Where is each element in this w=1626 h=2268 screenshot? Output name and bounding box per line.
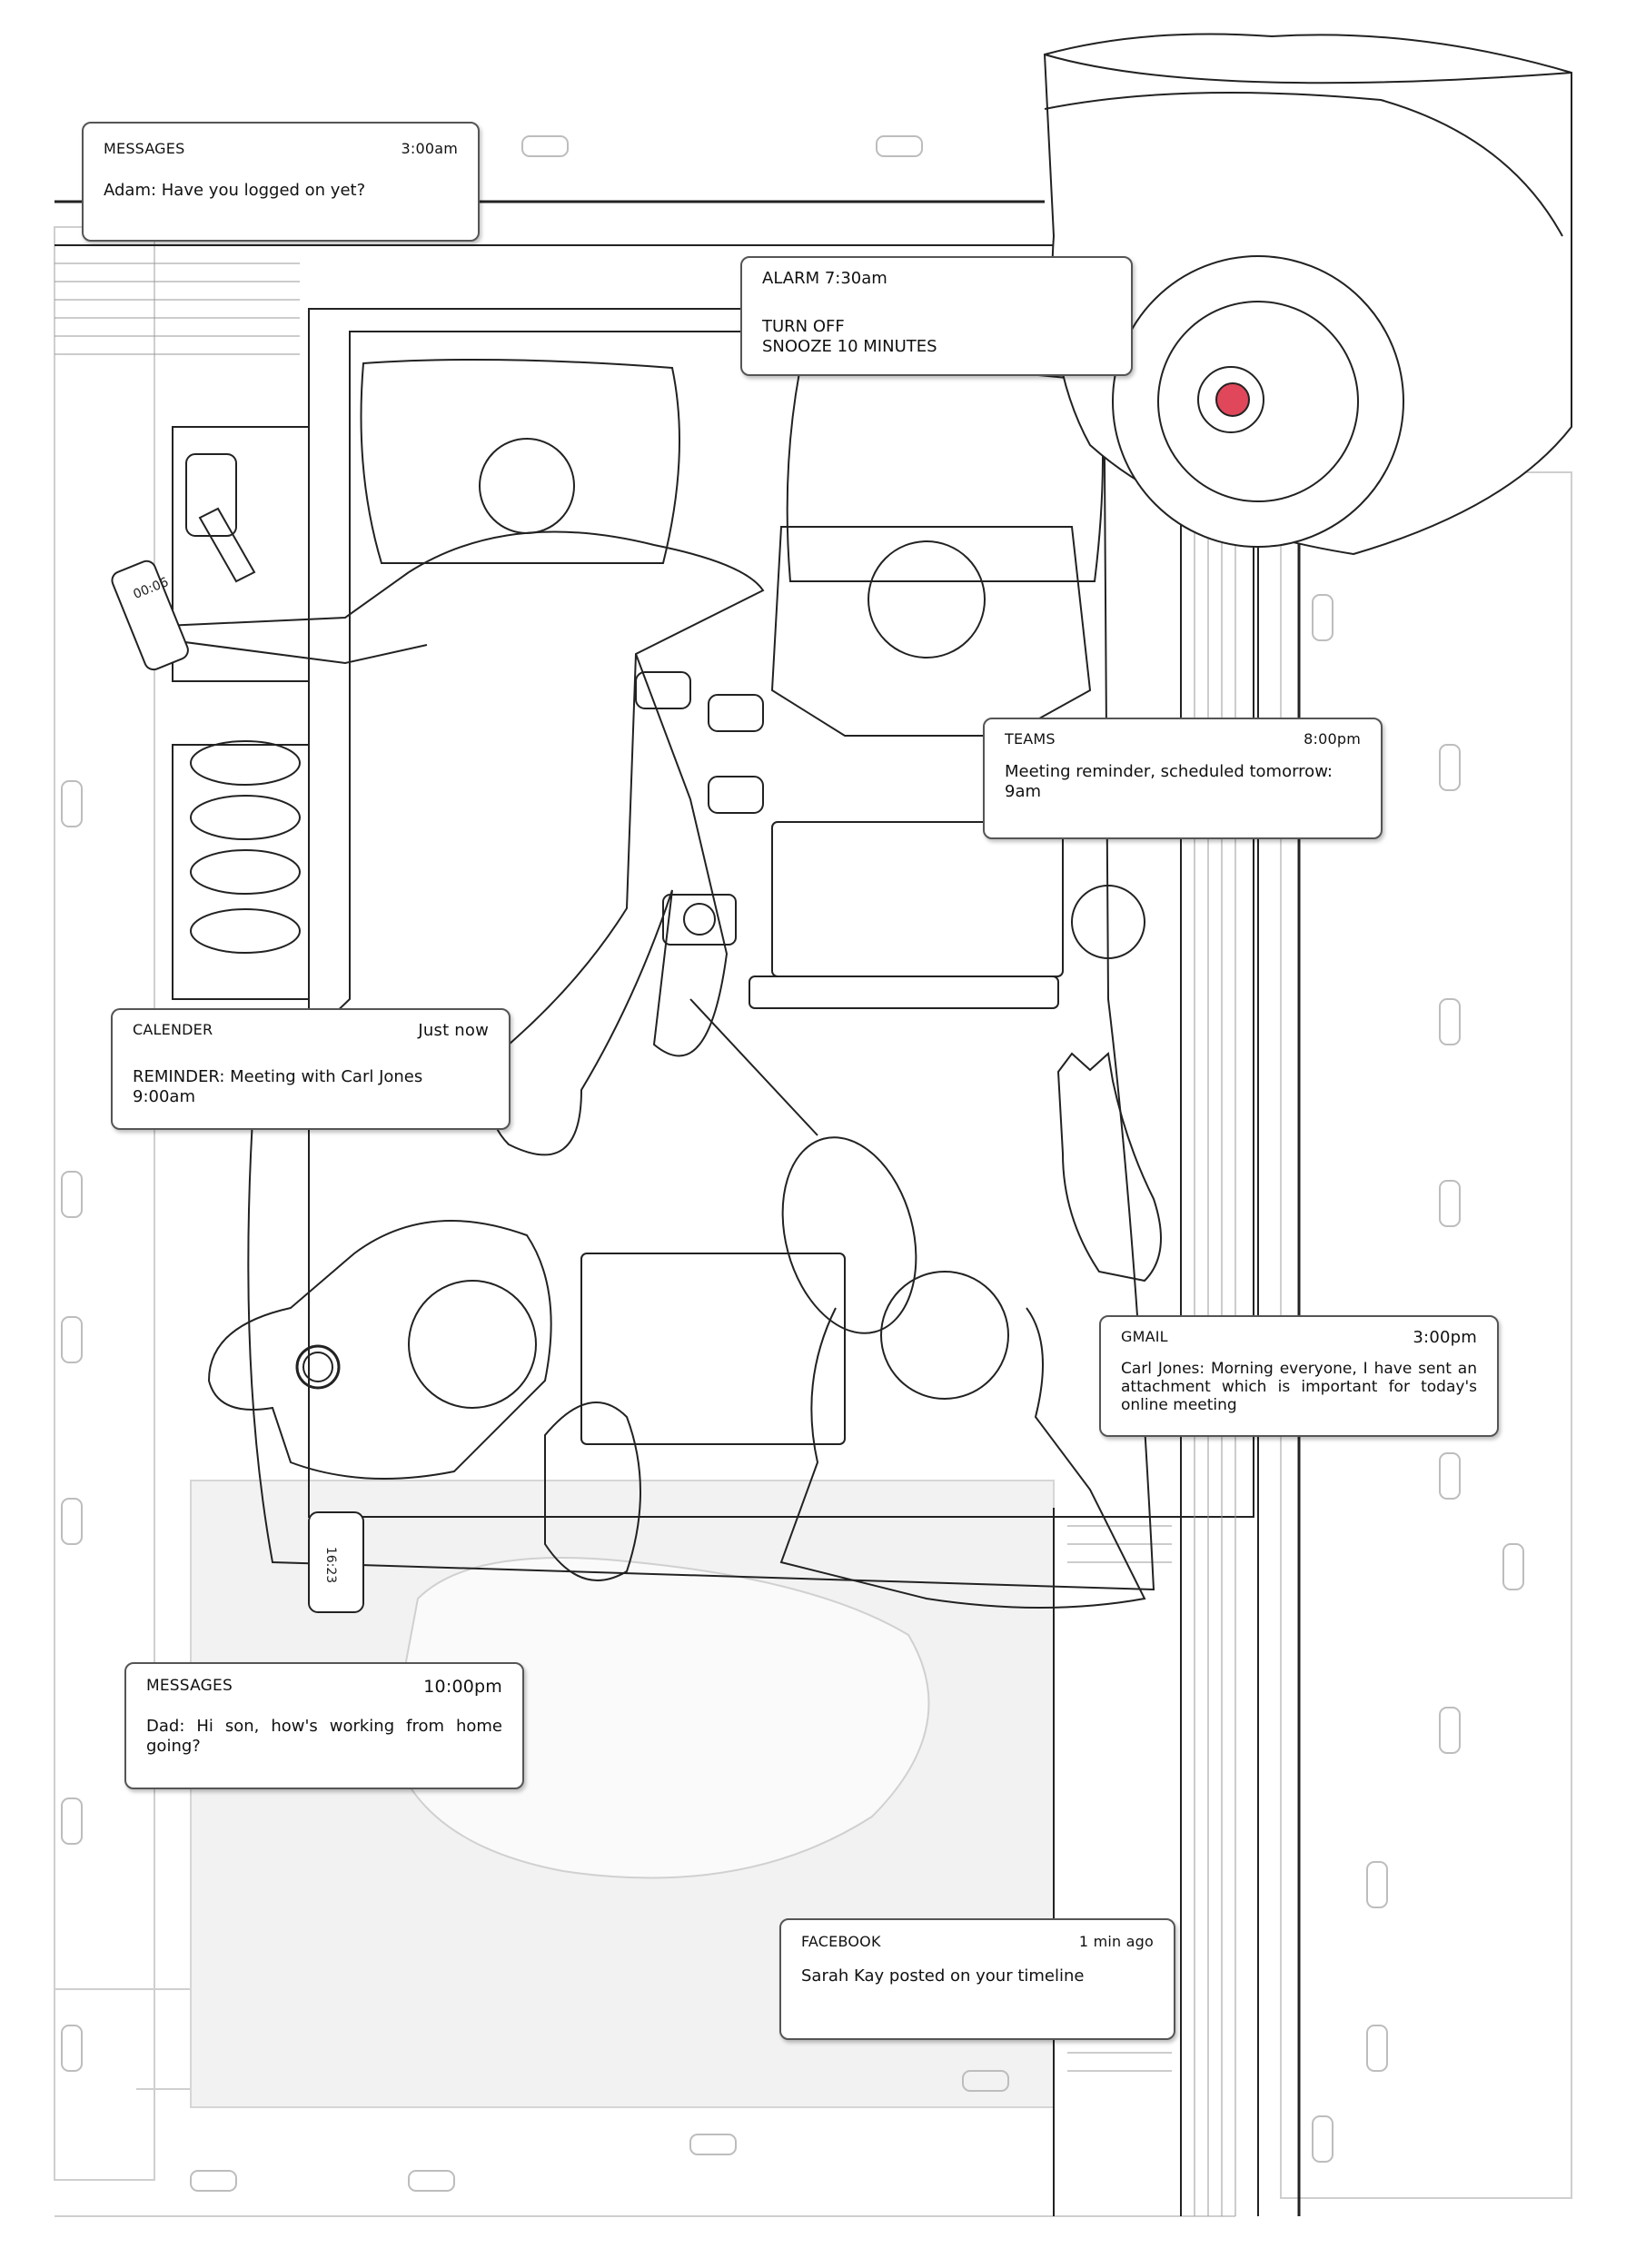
people bbox=[134, 438, 1162, 1609]
notification-app-label: GMAIL bbox=[1121, 1328, 1168, 1345]
notification-app-label: TEAMS bbox=[1005, 730, 1056, 748]
notification-time: Just now bbox=[418, 1021, 489, 1040]
bed bbox=[247, 331, 1155, 1591]
notification-text: Meeting reminder, scheduled tomorrow: 9a… bbox=[1005, 762, 1333, 801]
notification-app-label: CALENDER bbox=[133, 1021, 213, 1038]
alarm-snooze-button[interactable]: SNOOZE 10 MINUTES bbox=[762, 337, 937, 356]
notification-text: Sarah Kay posted on your timeline bbox=[801, 1966, 1085, 1986]
messages-dad-notification[interactable]: MESSAGES 10:00pm Dad: Hi son, how's work… bbox=[124, 1662, 524, 1789]
notification-text: REMINDER: Meeting with Carl Jones 9:00am bbox=[133, 1067, 423, 1106]
alarm-title: ALARM 7:30am bbox=[762, 269, 887, 288]
alarm-turn-off-button[interactable]: TURN OFF bbox=[762, 317, 845, 336]
notification-time: 3:00pm bbox=[1413, 1328, 1477, 1347]
messages-adam-notification[interactable]: MESSAGES 3:00am Adam: Have you logged on… bbox=[82, 122, 480, 242]
notification-time: 8:00pm bbox=[1304, 730, 1361, 748]
security-camera bbox=[1043, 33, 1572, 556]
notification-time: 3:00am bbox=[401, 140, 458, 157]
calender-notification[interactable]: CALENDER Just now REMINDER: Meeting with… bbox=[111, 1008, 511, 1130]
phones bbox=[111, 560, 364, 1613]
shelves bbox=[172, 426, 310, 1000]
teams-notification[interactable]: TEAMS 8:00pm Meeting reminder, scheduled… bbox=[983, 718, 1383, 839]
cars bbox=[61, 135, 1524, 2192]
alarm-notification[interactable]: ALARM 7:30am TURN OFF SNOOZE 10 MINUTES bbox=[740, 256, 1133, 376]
notification-text: Dad: Hi son, how's working from home goi… bbox=[146, 1717, 502, 1756]
notification-app-label: MESSAGES bbox=[104, 140, 185, 157]
notification-time: 1 min ago bbox=[1078, 1933, 1154, 1950]
notification-app-label: FACEBOOK bbox=[801, 1933, 881, 1950]
notification-text: Adam: Have you logged on yet? bbox=[104, 181, 366, 200]
notification-time: 10:00pm bbox=[423, 1677, 502, 1697]
bottom-phone-time: 16:23 bbox=[323, 1546, 339, 1584]
notification-text: Carl Jones: Morning everyone, I have sen… bbox=[1121, 1360, 1477, 1414]
gmail-notification[interactable]: GMAIL 3:00pm Carl Jones: Morning everyon… bbox=[1099, 1315, 1499, 1437]
notification-app-label: MESSAGES bbox=[146, 1677, 233, 1695]
facebook-notification[interactable]: FACEBOOK 1 min ago Sarah Kay posted on y… bbox=[779, 1918, 1175, 2040]
